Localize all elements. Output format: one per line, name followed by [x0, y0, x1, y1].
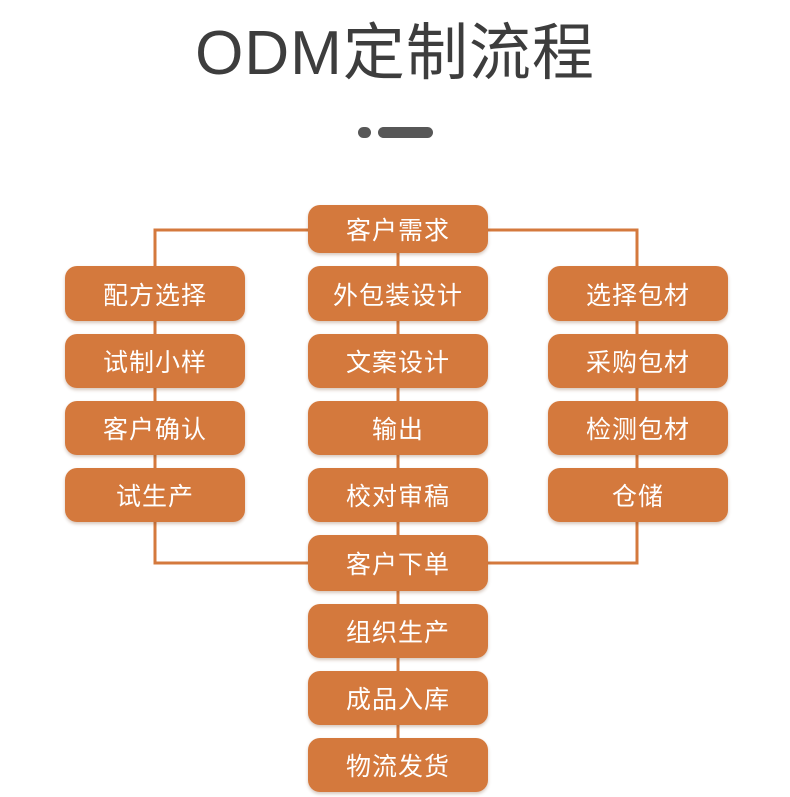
- node-customer-confirmation[interactable]: 客户确认: [65, 401, 245, 455]
- node-label: 采购包材: [585, 349, 690, 377]
- node-label: 检测包材: [585, 416, 690, 444]
- page-title: ODM定制流程: [195, 19, 595, 88]
- node-label: 校对审稿: [345, 483, 450, 511]
- node-label: 试生产: [115, 483, 194, 511]
- node-purchase-packaging-material[interactable]: 采购包材: [548, 334, 728, 388]
- node-finished-goods-warehousing[interactable]: 成品入库: [308, 671, 488, 725]
- edge-n0-l1: [153, 228, 310, 267]
- edge-r4-m1: [486, 520, 639, 565]
- divider-dot-icon: [357, 126, 371, 138]
- node-label: 试制小样: [102, 349, 207, 377]
- edge-n0-r1: [486, 228, 639, 267]
- node-label: 输出: [371, 416, 424, 444]
- node-label: 成品入库: [345, 686, 450, 714]
- divider-dash-icon: [377, 126, 433, 138]
- node-customer-order[interactable]: 客户下单: [308, 535, 488, 591]
- node-label: 组织生产: [345, 619, 450, 647]
- node-label: 物流发货: [345, 753, 450, 781]
- node-label: 仓储: [611, 483, 664, 511]
- edge-l4-m1: [153, 520, 310, 565]
- node-label: 客户需求: [345, 217, 450, 245]
- node-output[interactable]: 输出: [308, 401, 488, 455]
- node-label: 客户确认: [102, 416, 207, 444]
- node-outer-packaging-design[interactable]: 外包装设计: [308, 266, 488, 321]
- node-formula-selection[interactable]: 配方选择: [65, 266, 245, 321]
- title-block: ODM定制流程: [0, 18, 790, 89]
- node-copywriting-design[interactable]: 文案设计: [308, 334, 488, 388]
- node-label: 外包装设计: [332, 281, 463, 310]
- node-select-packaging-material[interactable]: 选择包材: [548, 266, 728, 321]
- node-warehousing[interactable]: 仓储: [548, 468, 728, 522]
- title-divider: [0, 124, 790, 140]
- node-label: 配方选择: [102, 281, 207, 310]
- node-inspect-packaging-material[interactable]: 检测包材: [548, 401, 728, 455]
- node-proofreading-review[interactable]: 校对审稿: [308, 468, 488, 522]
- node-label: 客户下单: [345, 551, 450, 579]
- node-customer-requirement[interactable]: 客户需求: [308, 205, 488, 253]
- node-logistics-shipment[interactable]: 物流发货: [308, 738, 488, 792]
- node-trial-production[interactable]: 试生产: [65, 468, 245, 522]
- node-trial-sample[interactable]: 试制小样: [65, 334, 245, 388]
- node-label: 文案设计: [345, 349, 450, 377]
- node-organize-production[interactable]: 组织生产: [308, 604, 488, 658]
- node-label: 选择包材: [585, 281, 690, 310]
